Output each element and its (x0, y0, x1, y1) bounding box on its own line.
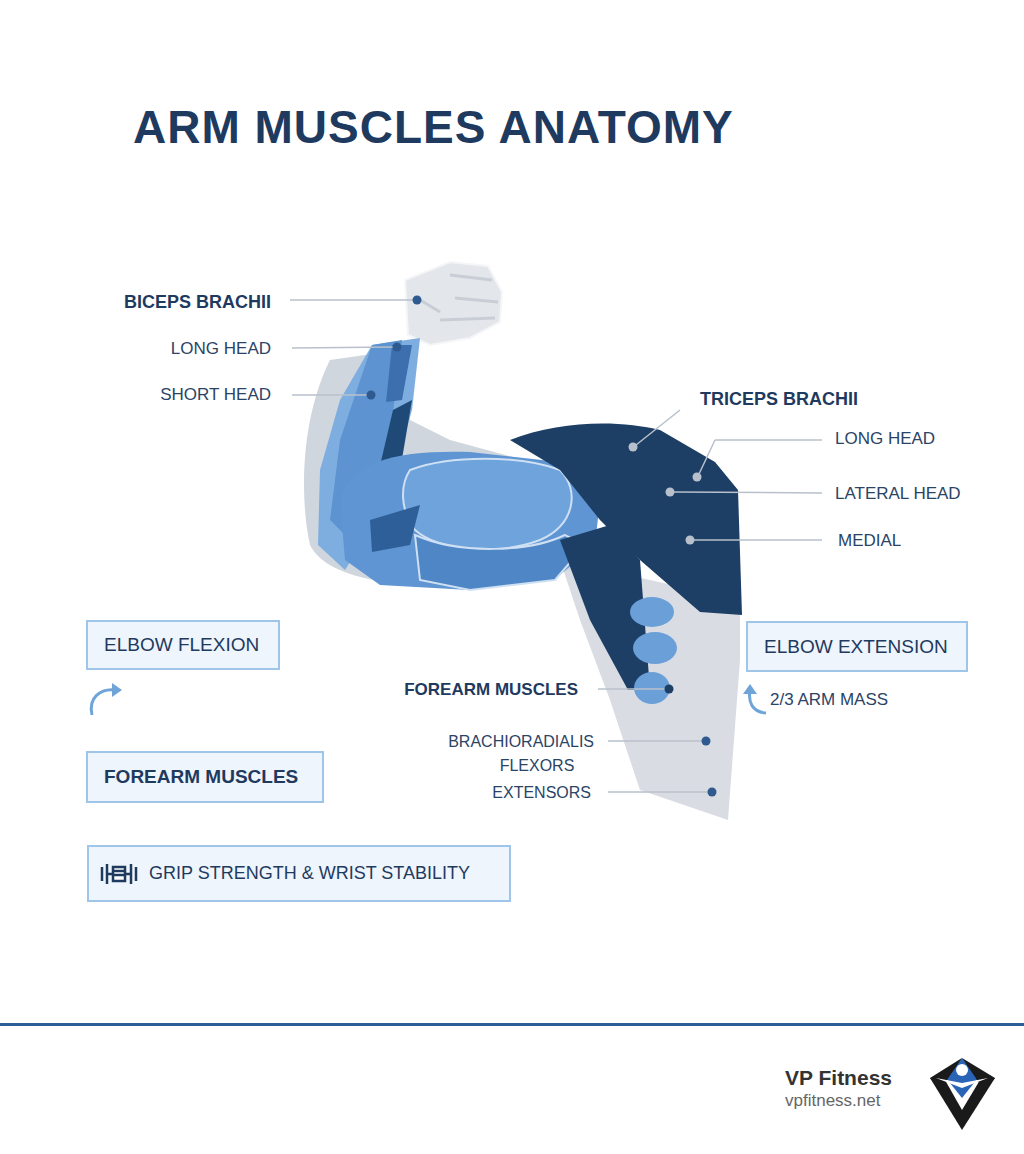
extension-arrow-head (743, 684, 757, 694)
grip-icon (99, 859, 139, 889)
part-label: FLEXORS (500, 757, 575, 775)
box-text: ELBOW FLEXION (104, 634, 259, 656)
feature-box: GRIP STRENGTH & WRIST STABILITY (87, 845, 511, 902)
part-label: LATERAL HEAD (835, 484, 961, 504)
leader-lines (290, 300, 822, 792)
forearm-muscle-oval (630, 597, 674, 627)
leader-dots (367, 296, 717, 797)
box-text: GRIP STRENGTH & WRIST STABILITY (149, 863, 470, 884)
function-box: FOREARM MUSCLES (86, 751, 324, 803)
flexion-arrow-head (112, 683, 122, 697)
box-text: ELBOW EXTENSION (764, 636, 948, 658)
part-label: LONG HEAD (835, 429, 935, 449)
part-label: TRICEPS BRACHII (700, 389, 858, 410)
biceps-belly (403, 459, 572, 550)
fist-knuckles (420, 275, 498, 320)
function-box: ELBOW FLEXION (86, 620, 280, 670)
brachialis (415, 535, 585, 590)
part-label: SHORT HEAD (160, 385, 271, 405)
part-label: MEDIAL (838, 531, 901, 551)
forearm-muscle-oval (634, 672, 670, 704)
elbow-shadow (370, 505, 420, 552)
title: ARM MUSCLES ANATOMY (133, 100, 734, 154)
biceps-tendon (386, 345, 412, 402)
part-label: BICEPS BRACHII (124, 292, 271, 313)
part-label: 2/3 ARM MASS (770, 690, 888, 710)
part-label: LONG HEAD (171, 339, 271, 359)
part-label: FOREARM MUSCLES (404, 680, 578, 700)
brand-text: VP Fitness (785, 1066, 892, 1090)
brand-text: vpfitness.net (785, 1091, 880, 1111)
box-text: FOREARM MUSCLES (104, 766, 298, 788)
footer-rule (0, 1023, 1024, 1026)
part-label: EXTENSORS (492, 784, 591, 802)
part-label: BRACHIORADIALIS (448, 733, 594, 751)
brand-logo (930, 1058, 995, 1130)
upper-arm-bulk (340, 452, 600, 590)
forearm-muscle-oval (633, 632, 677, 664)
fist (405, 262, 502, 345)
function-box: ELBOW EXTENSION (746, 621, 968, 672)
